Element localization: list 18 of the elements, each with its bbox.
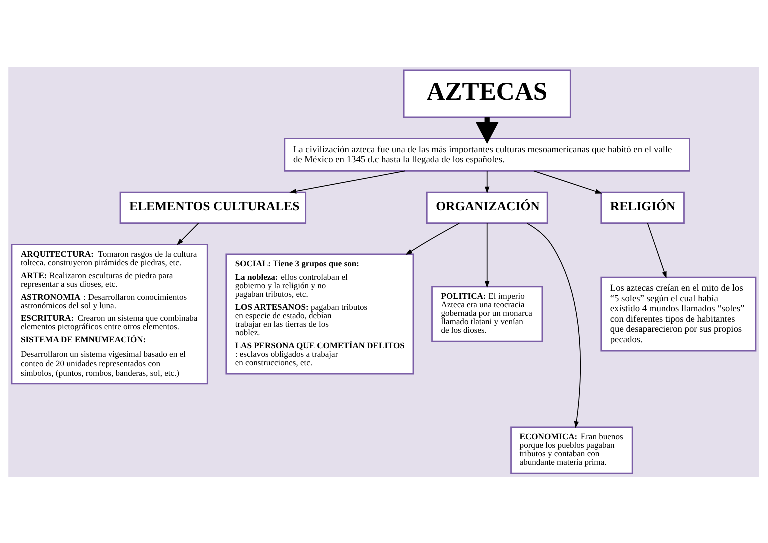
node-box: Los aztecas creían en el mito de los “5 soles” según el cual había existido 4 mundos llamados “soles” con diferentes tipos de habitantes que desaparecieron por sus propios pecados. bbox=[600, 276, 757, 352]
arrow bbox=[534, 170, 602, 194]
node-box: AZTECAS bbox=[403, 69, 572, 118]
arrow bbox=[484, 222, 490, 288]
node-box: ARQUITECTURA: Tomaron rasgos de la cultura tolteca. construyeron pirámides de piedras, etc. ARTE: Realizaron esculturas de piedra para representar a sus dioses, etc. ASTRONOMIA: Desarrollaron conocimientos astronómicos del sol y luna. ESCRITURA: Crearon un sistema que combinaba elementos pictográficos entre otros elementos. SISTEMA DE EMNUMEACIÓN: Desarrollaron un sistema vigesimal basado en el conteo de 20 unidades representados con símbolos, (puntos, rombos, banderas, sol, etc.) bbox=[11, 243, 208, 384]
arrow bbox=[647, 222, 667, 278]
arrow bbox=[406, 222, 460, 255]
node-box: SOCIAL: Tiene 3 grupos que son: La nobleza: ellos controlaban el gobierno y la religión y no pagaban tributos, etc. LOS ARTESANOS: pagaban tributos en especie de estado, debían trabajar en las tierras de los noblez. LAS PERSONA QUE COMETÍAN DELITOS: esclavos obligados a trabajar en construcciones, etc. bbox=[226, 253, 414, 374]
node-box: ELEMENTOS CULTURALES bbox=[120, 191, 307, 224]
node-box: ORGANIZACIÓN bbox=[426, 191, 548, 224]
arrow bbox=[176, 222, 200, 245]
arrow bbox=[526, 222, 582, 428]
node-box: POLITICA: El imperio Azteca era una teocracia gobernada por un monarca llamado tlatani y venían de los dioses. bbox=[432, 286, 544, 342]
arrow bbox=[290, 170, 406, 194]
node-box: La civilización azteca fue una de las más importantes culturas mesoamericanas que habitó en el valle de México en 1345 d.c hasta la llegada de los españoles. bbox=[284, 138, 690, 172]
node-box: RELIGIÓN bbox=[600, 191, 685, 224]
arrow bbox=[484, 170, 490, 194]
node-box: ECONOMICA: Eran buenos porque los pueblos pagaban tributos y contaban con abundante materia prima. bbox=[510, 426, 634, 474]
